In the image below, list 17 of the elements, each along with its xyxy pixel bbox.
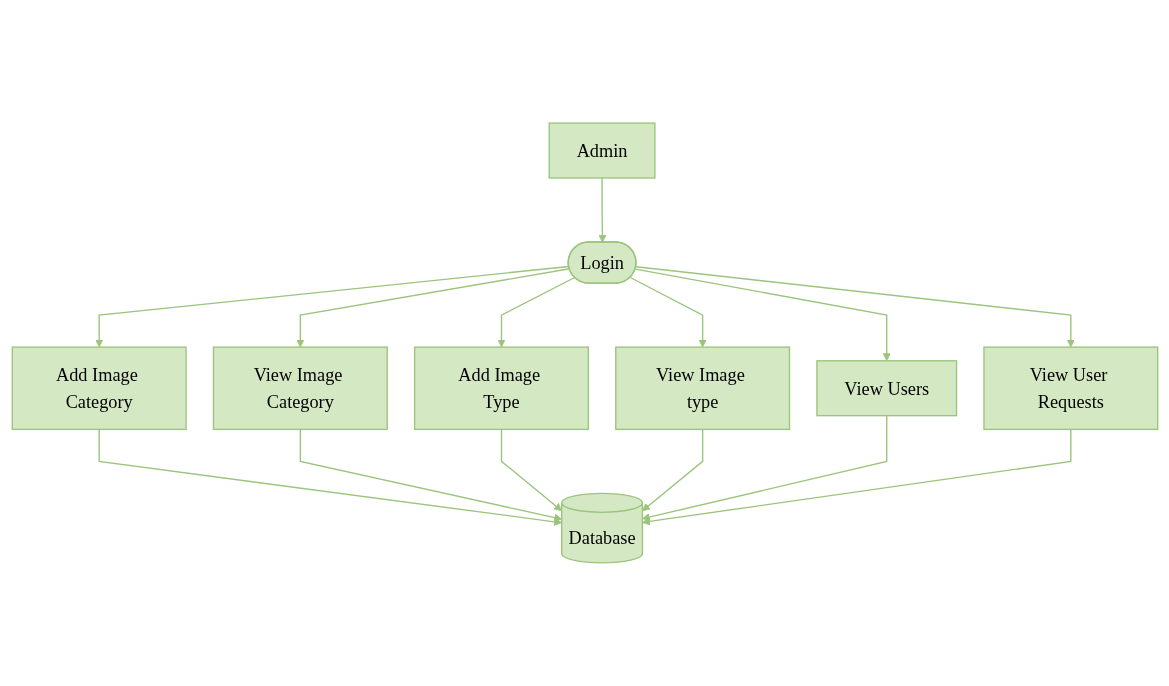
node-box: View Image Category bbox=[212, 346, 388, 431]
arrow bbox=[98, 428, 562, 526]
node-box: View Users bbox=[815, 360, 957, 417]
arrow bbox=[597, 177, 606, 243]
arrow bbox=[496, 276, 575, 348]
arrow bbox=[500, 428, 562, 512]
arrow bbox=[641, 428, 1071, 526]
arrow bbox=[641, 415, 887, 521]
node-box: Add Image Type bbox=[413, 346, 589, 431]
node-box: Add Image Category bbox=[11, 346, 187, 431]
arrow bbox=[629, 276, 707, 348]
node-box: Admin bbox=[548, 122, 656, 179]
arrow bbox=[641, 428, 703, 512]
node-box: View User Requests bbox=[982, 346, 1158, 431]
arrow bbox=[634, 268, 891, 362]
arrow bbox=[299, 428, 562, 522]
node-box: View Image type bbox=[614, 346, 790, 431]
